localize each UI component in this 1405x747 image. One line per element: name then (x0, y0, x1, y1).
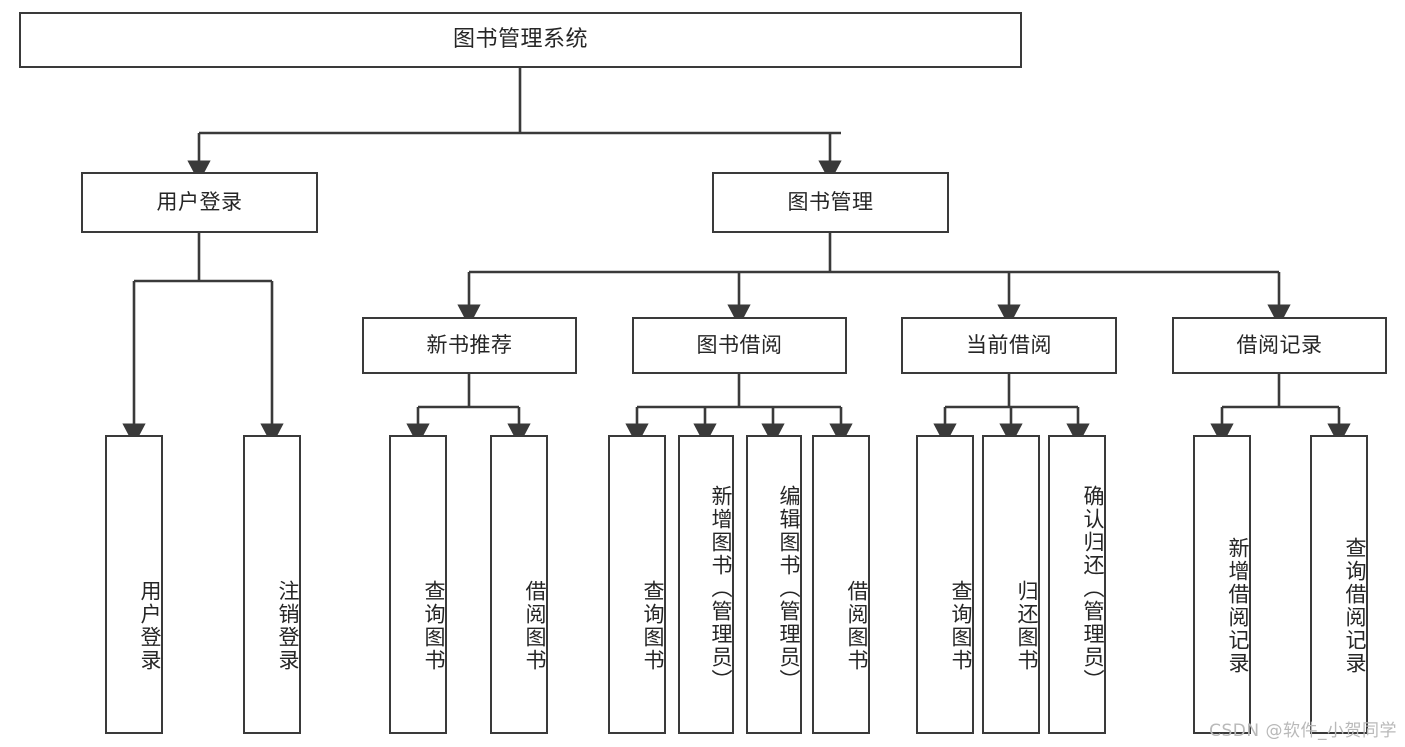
node-book-management[interactable]: 图书管理 (712, 172, 949, 233)
leaf-borrow-book[interactable]: 借阅图书 (812, 435, 870, 734)
leaf-add-book-admin[interactable]: 新增图书（管理员） (678, 435, 734, 734)
leaf-edit-book-admin[interactable]: 编辑图书（管理员） (746, 435, 802, 734)
node-borrow-record[interactable]: 借阅记录 (1172, 317, 1387, 374)
node-user-login[interactable]: 用户登录 (81, 172, 318, 233)
node-book-borrow[interactable]: 图书借阅 (632, 317, 847, 374)
leaf-user-logout[interactable]: 注销登录 (243, 435, 301, 734)
leaf-query-book-recommend[interactable]: 查询图书 (389, 435, 447, 734)
node-current-borrow[interactable]: 当前借阅 (901, 317, 1117, 374)
watermark-csdn: CSDN @软件_小贺同学 (1209, 721, 1397, 741)
leaf-return-book[interactable]: 归还图书 (982, 435, 1040, 734)
leaf-add-borrow-record[interactable]: 新增借阅记录 (1193, 435, 1251, 734)
leaf-query-borrow-record[interactable]: 查询借阅记录 (1310, 435, 1368, 734)
leaf-borrow-book-recommend[interactable]: 借阅图书 (490, 435, 548, 734)
node-root-book-management-system[interactable]: 图书管理系统 (19, 12, 1022, 68)
node-new-book-recommend[interactable]: 新书推荐 (362, 317, 577, 374)
leaf-user-login[interactable]: 用户登录 (105, 435, 163, 734)
leaf-query-book-current[interactable]: 查询图书 (916, 435, 974, 734)
leaf-confirm-return-admin[interactable]: 确认归还（管理员） (1048, 435, 1106, 734)
leaf-query-book-borrow[interactable]: 查询图书 (608, 435, 666, 734)
